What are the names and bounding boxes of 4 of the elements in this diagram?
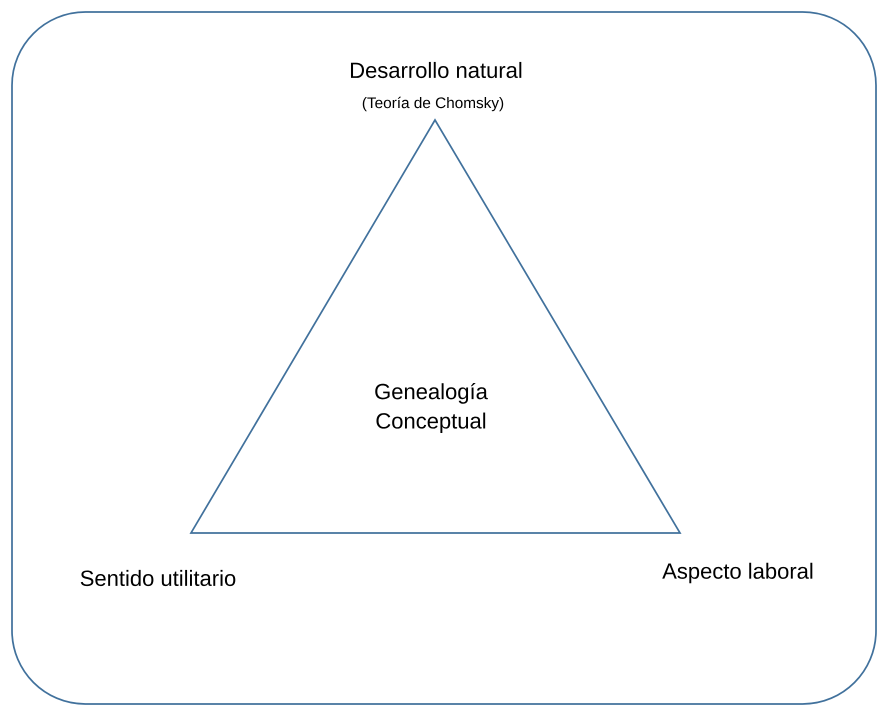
corner-label: Aspecto laboral bbox=[662, 562, 812, 584]
corner-label: Desarrollo natural bbox=[350, 62, 522, 78]
frame-box bbox=[11, 11, 877, 705]
corner-label: Sentido utilitario bbox=[80, 570, 236, 586]
